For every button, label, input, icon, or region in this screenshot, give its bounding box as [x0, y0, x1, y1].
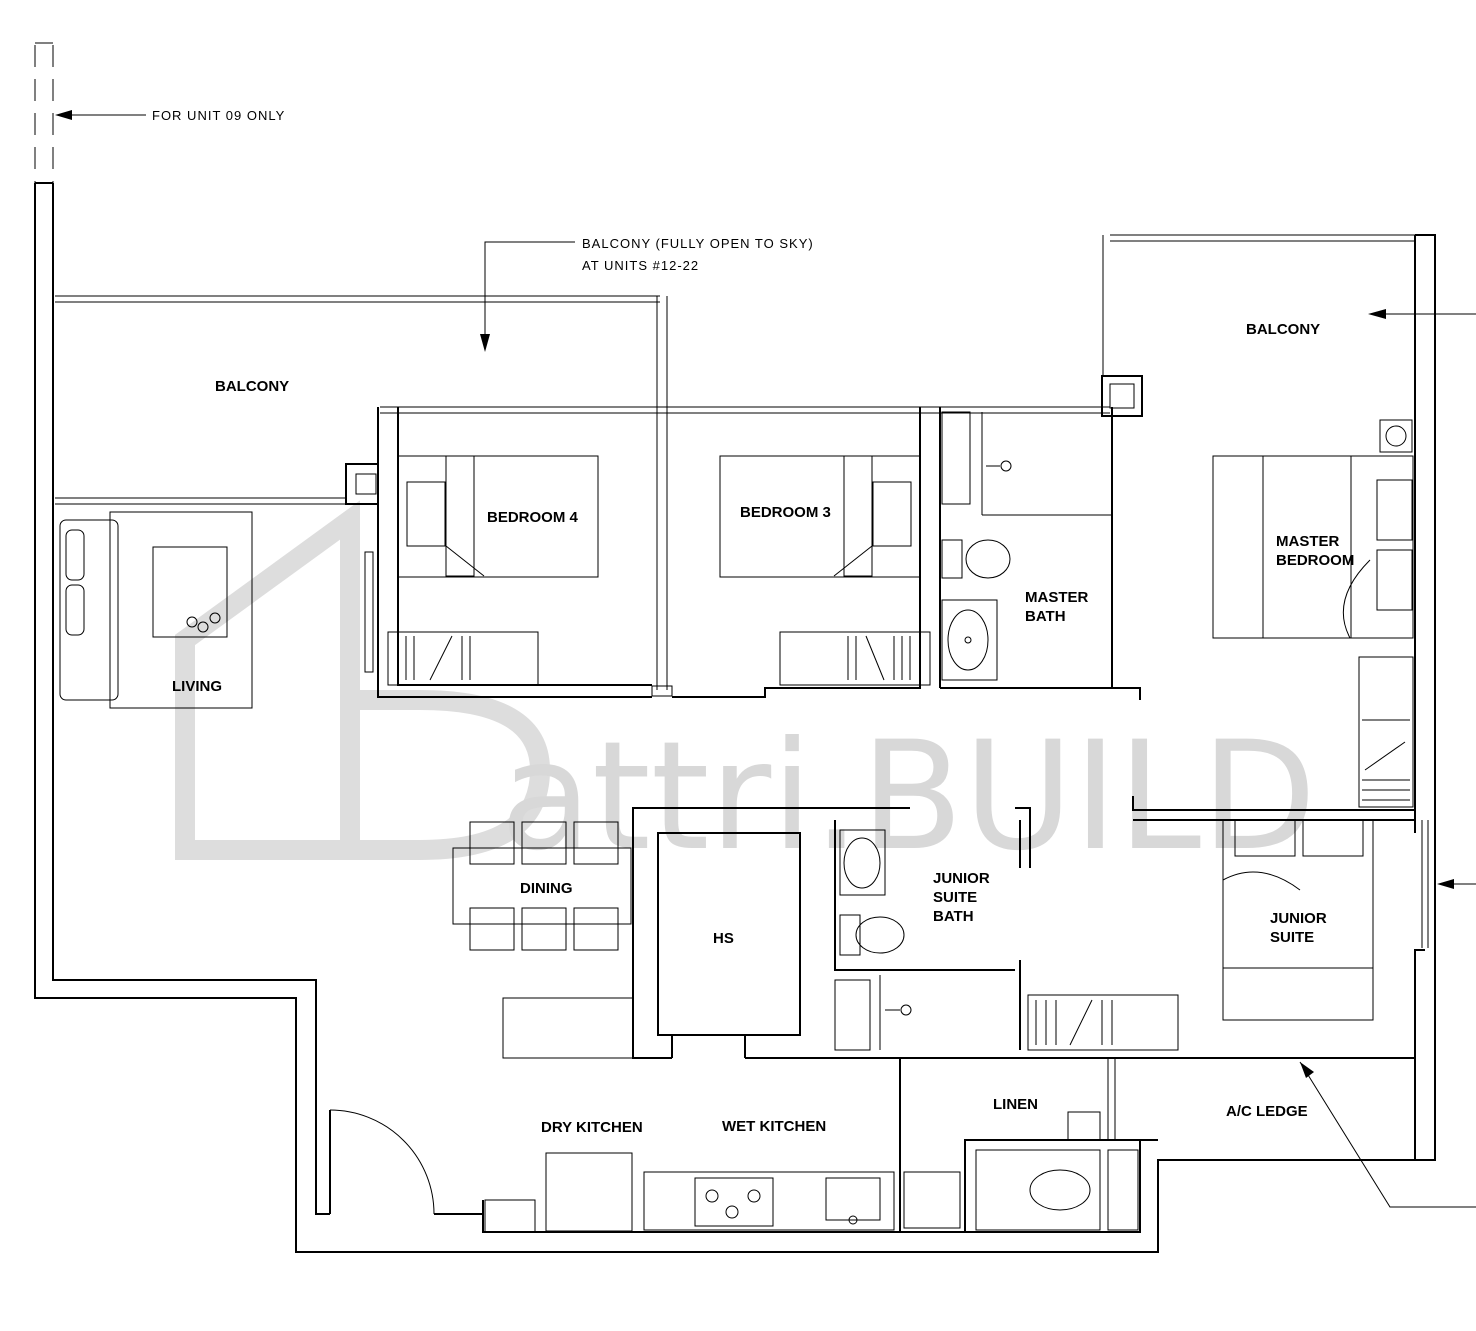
label-junior-suite-1: JUNIOR — [1270, 910, 1327, 927]
label-balcony-left: BALCONY — [215, 378, 289, 395]
dining-table — [452, 821, 634, 1059]
label-balcony-right: BALCONY — [1246, 321, 1320, 338]
unit09-extension — [34, 42, 54, 183]
balcony-note-line1: BALCONY (FULLY OPEN TO SKY) — [582, 236, 814, 251]
balcony-note-line2: AT UNITS #12-22 — [582, 258, 699, 273]
junior-suite-bath-fixtures — [834, 807, 1031, 1051]
label-junior-suite-bath-1: JUNIOR — [933, 870, 990, 887]
linen-and-ac-ledge — [899, 1057, 1415, 1232]
label-master-bath-1: MASTER — [1025, 589, 1089, 606]
label-wet-kitchen: WET KITCHEN — [722, 1118, 826, 1135]
label-hs: HS — [713, 930, 734, 947]
bedroom-3-walls — [672, 407, 941, 698]
label-master-bedroom-1: MASTER — [1276, 533, 1340, 550]
label-dry-kitchen: DRY KITCHEN — [541, 1119, 643, 1136]
label-bedroom-3: BEDROOM 3 — [740, 504, 831, 521]
living-furniture — [59, 511, 374, 709]
watermark-text: attri.BUILD — [500, 710, 1317, 884]
label-junior-suite-bath-2: SUITE — [933, 889, 977, 906]
unit09-note: FOR UNIT 09 ONLY — [152, 108, 285, 123]
label-master-bedroom-2: BEDROOM — [1276, 552, 1354, 569]
hs-walls — [632, 807, 910, 1059]
label-ac-ledge: A/C LEDGE — [1226, 1103, 1308, 1120]
master-bath-fixtures — [940, 375, 1143, 700]
label-living: LIVING — [172, 678, 222, 695]
leader-lines — [55, 110, 1476, 1208]
label-master-bath-2: BATH — [1025, 608, 1066, 625]
junior-suite-furniture — [1019, 819, 1429, 1051]
bedroom-4-walls — [345, 407, 652, 698]
label-junior-suite-bath-3: BATH — [933, 908, 974, 925]
balcony-left-railing — [55, 295, 1110, 697]
exterior-walls — [34, 42, 1436, 1253]
label-bedroom-4: BEDROOM 4 — [487, 509, 579, 526]
watermark-logo — [175, 500, 551, 860]
master-bedroom-furniture — [1102, 234, 1415, 821]
label-dining: DINING — [520, 880, 573, 897]
kitchen-counters — [484, 1152, 961, 1233]
label-linen: LINEN — [993, 1096, 1038, 1113]
label-junior-suite-2: SUITE — [1270, 929, 1314, 946]
